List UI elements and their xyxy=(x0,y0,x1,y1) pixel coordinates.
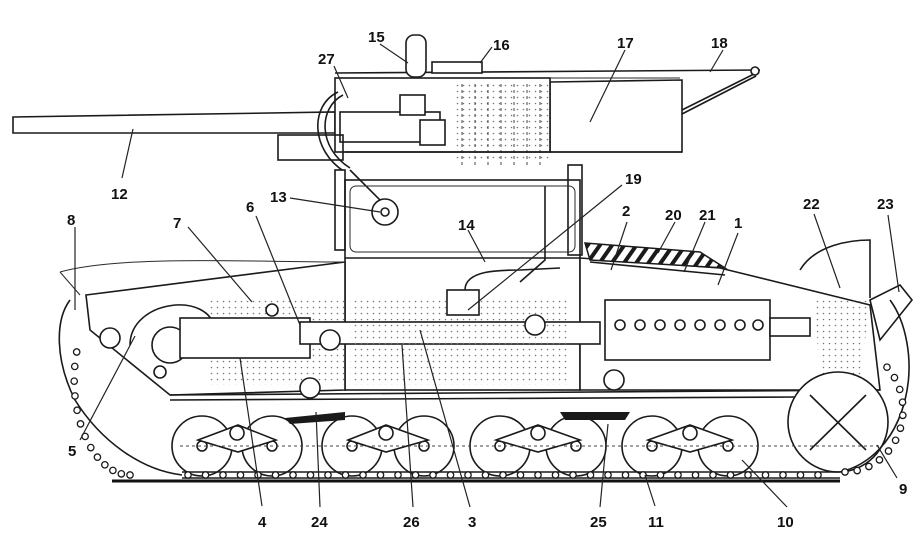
track-link xyxy=(499,471,507,479)
track-link xyxy=(70,377,79,386)
track-link xyxy=(569,471,577,479)
track-link xyxy=(895,385,904,394)
callout-27: 27 xyxy=(318,51,335,68)
track-link xyxy=(481,471,490,479)
track-links xyxy=(70,348,907,479)
callout-9: 9 xyxy=(899,481,907,498)
track-link xyxy=(306,471,315,479)
callout-22: 22 xyxy=(803,196,820,213)
track-link xyxy=(534,471,542,479)
callout-21: 21 xyxy=(699,207,716,224)
callout-8: 8 xyxy=(67,212,75,229)
callout-15: 15 xyxy=(368,29,385,46)
track-link xyxy=(639,471,647,479)
engine-cylinders xyxy=(614,319,764,331)
callout-13: 13 xyxy=(270,189,287,206)
callout-11: 11 xyxy=(648,514,664,531)
track-link xyxy=(464,471,472,479)
callout-1: 1 xyxy=(734,215,742,232)
track-link xyxy=(109,466,117,475)
callout-3: 3 xyxy=(468,514,476,531)
callout-10: 10 xyxy=(777,514,794,531)
track-link xyxy=(219,471,227,479)
track-link xyxy=(101,460,109,469)
track-link xyxy=(76,420,85,428)
callout-2: 2 xyxy=(622,203,630,220)
track-link xyxy=(271,471,280,479)
track-link xyxy=(853,466,862,475)
track-link xyxy=(71,392,79,400)
track-link xyxy=(586,471,595,479)
track-link xyxy=(761,471,770,479)
callout-25: 25 xyxy=(590,514,607,531)
track-link xyxy=(93,453,102,461)
track-link xyxy=(891,436,900,445)
track-link xyxy=(86,443,95,452)
track-link xyxy=(184,471,192,479)
track-link xyxy=(70,362,79,371)
track-link xyxy=(898,411,907,420)
track-link xyxy=(883,363,891,372)
track-link xyxy=(779,471,787,479)
track-link xyxy=(674,471,682,479)
callout-labels: 1 2 3 4 5 6 7 8 9 10 11 12 13 14 15 16 1… xyxy=(67,29,907,531)
callout-7: 7 xyxy=(173,215,181,232)
track-link xyxy=(117,469,126,478)
callout-16: 16 xyxy=(493,37,510,54)
track-link xyxy=(744,471,752,479)
fighting-compartment xyxy=(277,34,761,256)
track-link xyxy=(604,471,612,479)
callout-12: 12 xyxy=(111,186,128,203)
track-link xyxy=(516,471,525,479)
hull xyxy=(59,179,914,401)
track-link xyxy=(446,471,455,479)
callout-17: 17 xyxy=(617,35,634,52)
track-link xyxy=(726,471,735,479)
track-link xyxy=(814,471,822,479)
callout-6: 6 xyxy=(246,199,254,216)
track-link xyxy=(126,471,134,479)
track-link xyxy=(376,471,385,479)
leader-lines xyxy=(74,43,900,508)
track-link xyxy=(72,348,81,356)
track-link xyxy=(324,471,332,479)
track-link xyxy=(73,406,81,415)
track-link xyxy=(875,456,884,464)
track-link xyxy=(884,447,893,455)
callout-24: 24 xyxy=(311,514,328,531)
track-link xyxy=(289,471,297,479)
track-link xyxy=(429,471,437,479)
callout-18: 18 xyxy=(711,35,728,52)
track-link xyxy=(841,468,849,476)
callout-26: 26 xyxy=(403,514,420,531)
track-link xyxy=(341,471,350,479)
callout-5: 5 xyxy=(68,443,76,460)
track-link xyxy=(796,471,805,479)
track-link xyxy=(656,471,665,479)
callout-19: 19 xyxy=(625,171,642,188)
track-link xyxy=(709,471,717,479)
track-link xyxy=(201,471,210,479)
track-link xyxy=(865,462,873,471)
track-link xyxy=(551,471,560,479)
callout-20: 20 xyxy=(665,207,682,224)
track-link xyxy=(394,471,402,479)
callout-23: 23 xyxy=(877,196,894,213)
callout-14: 14 xyxy=(458,217,475,234)
gun-barrel xyxy=(12,111,336,134)
track-link xyxy=(411,471,420,479)
track-link xyxy=(621,471,630,479)
track-link xyxy=(898,398,907,407)
callout-4: 4 xyxy=(258,514,267,531)
track-link xyxy=(236,471,245,479)
track-link xyxy=(359,471,367,479)
track-link xyxy=(896,424,905,433)
track-link xyxy=(691,471,700,479)
track-link xyxy=(890,373,899,382)
